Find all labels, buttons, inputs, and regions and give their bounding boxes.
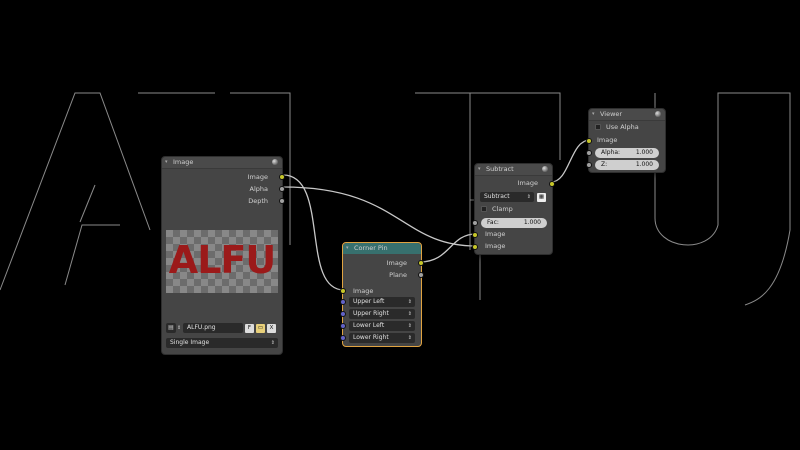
use-alpha-toggle-icon[interactable]: ▦ bbox=[537, 192, 546, 202]
alpha-output-label: Alpha bbox=[249, 185, 268, 193]
subtract-node[interactable]: ▾ Subtract Image Subtract ⇕ ▦ Clamp Fac:… bbox=[472, 163, 555, 255]
use-alpha-checkbox[interactable] bbox=[595, 124, 601, 130]
corner-pin-header[interactable]: ▾ Corner Pin bbox=[343, 243, 421, 254]
image-browse-icon[interactable]: ▤ bbox=[166, 323, 176, 333]
image-filename: ALFU.png bbox=[187, 324, 216, 331]
expand-arrows-icon: ⇕ bbox=[407, 299, 412, 305]
wire-image-to-cornerpin bbox=[282, 174, 345, 291]
image-output-label: Image bbox=[247, 173, 268, 181]
lower-right-field[interactable]: Lower Right ⇕ bbox=[349, 333, 415, 343]
image-output-socket[interactable] bbox=[279, 174, 285, 180]
collapse-icon[interactable]: ▾ bbox=[592, 111, 595, 117]
lower-left-label: Lower Left bbox=[353, 322, 385, 329]
image-input-2-socket[interactable] bbox=[472, 244, 478, 250]
clamp-label: Clamp bbox=[492, 205, 513, 213]
image-node-header[interactable]: ▾ Image bbox=[162, 157, 282, 169]
subtract-node-header[interactable]: ▾ Subtract bbox=[475, 164, 552, 176]
lower-right-socket[interactable] bbox=[340, 335, 346, 341]
image-source-dropdown[interactable]: Single Image ⇕ bbox=[166, 338, 278, 348]
collapse-icon[interactable]: ▾ bbox=[165, 159, 168, 165]
fac-value: 1.000 bbox=[523, 219, 541, 226]
subtract-image-output-label: Image bbox=[517, 179, 538, 187]
clamp-checkbox[interactable] bbox=[481, 206, 487, 212]
preview-toggle-icon[interactable] bbox=[272, 159, 278, 165]
bg-letter-a-inner bbox=[79, 184, 96, 223]
fake-user-button[interactable]: F bbox=[245, 323, 254, 333]
viewer-node[interactable]: ▾ Viewer Use Alpha Image Alpha: 1.000 Z:… bbox=[586, 108, 666, 173]
subtract-title: Subtract bbox=[486, 165, 514, 173]
upper-right-label: Upper Right bbox=[353, 310, 389, 317]
depth-output-socket[interactable] bbox=[279, 198, 285, 204]
fac-input-socket[interactable] bbox=[472, 220, 478, 226]
viewer-image-input-socket[interactable] bbox=[586, 138, 592, 144]
upper-right-field[interactable]: Upper Right ⇕ bbox=[349, 309, 415, 319]
upper-left-label: Upper Left bbox=[353, 298, 385, 305]
cornerpin-image-output-socket[interactable] bbox=[418, 260, 424, 266]
image-input-2-label: Image bbox=[485, 242, 506, 250]
alpha-field[interactable]: Alpha: 1.000 bbox=[595, 148, 659, 158]
cornerpin-plane-output-socket[interactable] bbox=[418, 272, 424, 278]
image-input-1-label: Image bbox=[485, 230, 506, 238]
bg-letter-u bbox=[654, 92, 791, 306]
image-preview: ALFU bbox=[166, 230, 278, 293]
expand-arrows-icon: ⇕ bbox=[407, 311, 412, 317]
alpha-output-socket[interactable] bbox=[279, 186, 285, 192]
alpha-value: 1.000 bbox=[635, 149, 653, 156]
wire-subtract-to-viewer bbox=[550, 139, 591, 183]
image-input-1-socket[interactable] bbox=[472, 232, 478, 238]
collapse-icon[interactable]: ▾ bbox=[346, 245, 349, 251]
preview-logo-text: ALFU bbox=[168, 238, 276, 282]
viewer-image-input-label: Image bbox=[597, 136, 618, 144]
dropdown-arrows-icon: ⇕ bbox=[270, 340, 275, 346]
z-field[interactable]: Z: 1.000 bbox=[595, 160, 659, 170]
bg-letter-f bbox=[415, 92, 561, 300]
wire-cornerpin-to-subtract bbox=[419, 233, 477, 263]
upper-left-socket[interactable] bbox=[340, 299, 346, 305]
z-label: Z: bbox=[601, 161, 608, 168]
fac-slider[interactable]: Fac: 1.000 bbox=[481, 218, 547, 228]
viewer-title: Viewer bbox=[600, 110, 623, 118]
alpha-input-socket[interactable] bbox=[586, 150, 592, 156]
z-value: 1.000 bbox=[635, 161, 653, 168]
wire-alpha-to-subtract bbox=[282, 186, 477, 247]
alpha-label: Alpha: bbox=[601, 149, 621, 156]
preview-toggle-icon[interactable] bbox=[655, 111, 661, 117]
cornerpin-image-input-socket[interactable] bbox=[340, 288, 346, 294]
open-folder-icon[interactable]: ▭ bbox=[256, 323, 265, 333]
dropdown-arrows-icon: ⇕ bbox=[526, 194, 531, 200]
bg-letter-l bbox=[138, 92, 291, 245]
lower-left-socket[interactable] bbox=[340, 323, 346, 329]
corner-pin-node[interactable]: ▾ Corner Pin Image Plane Image Upper Lef… bbox=[340, 242, 424, 347]
fac-label: Fac: bbox=[487, 219, 499, 226]
blend-mode-dropdown[interactable]: Subtract ⇕ bbox=[480, 192, 534, 202]
lower-left-field[interactable]: Lower Left ⇕ bbox=[349, 321, 415, 331]
upper-right-socket[interactable] bbox=[340, 311, 346, 317]
expand-arrows-icon: ⇕ bbox=[407, 335, 412, 341]
upper-left-field[interactable]: Upper Left ⇕ bbox=[349, 297, 415, 307]
depth-output-label: Depth bbox=[248, 197, 268, 205]
bg-letter-a bbox=[0, 92, 151, 291]
image-source-value: Single Image bbox=[170, 339, 210, 346]
viewer-node-header[interactable]: ▾ Viewer bbox=[589, 109, 665, 121]
lower-right-label: Lower Right bbox=[353, 334, 389, 341]
preview-toggle-icon[interactable] bbox=[542, 166, 548, 172]
use-alpha-label: Use Alpha bbox=[606, 123, 639, 131]
image-filename-field[interactable]: ALFU.png bbox=[183, 323, 243, 333]
z-input-socket[interactable] bbox=[586, 162, 592, 168]
subtract-image-output-socket[interactable] bbox=[549, 181, 555, 187]
cornerpin-image-input-label: Image bbox=[353, 287, 374, 295]
bg-letter-a-bar bbox=[64, 224, 120, 286]
image-node[interactable]: ▾ Image Image Alpha Depth ALFU ▤ ⇕ ALFU.… bbox=[161, 156, 285, 355]
browse-arrows-icon[interactable]: ⇕ bbox=[177, 325, 182, 331]
expand-arrows-icon: ⇕ bbox=[407, 323, 412, 329]
cornerpin-image-output-label: Image bbox=[386, 259, 407, 267]
corner-pin-title: Corner Pin bbox=[354, 244, 388, 252]
collapse-icon[interactable]: ▾ bbox=[478, 166, 481, 172]
blend-mode-value: Subtract bbox=[484, 193, 510, 200]
unlink-button[interactable]: X bbox=[267, 323, 276, 333]
image-node-title: Image bbox=[173, 158, 194, 166]
cornerpin-plane-output-label: Plane bbox=[389, 271, 407, 279]
